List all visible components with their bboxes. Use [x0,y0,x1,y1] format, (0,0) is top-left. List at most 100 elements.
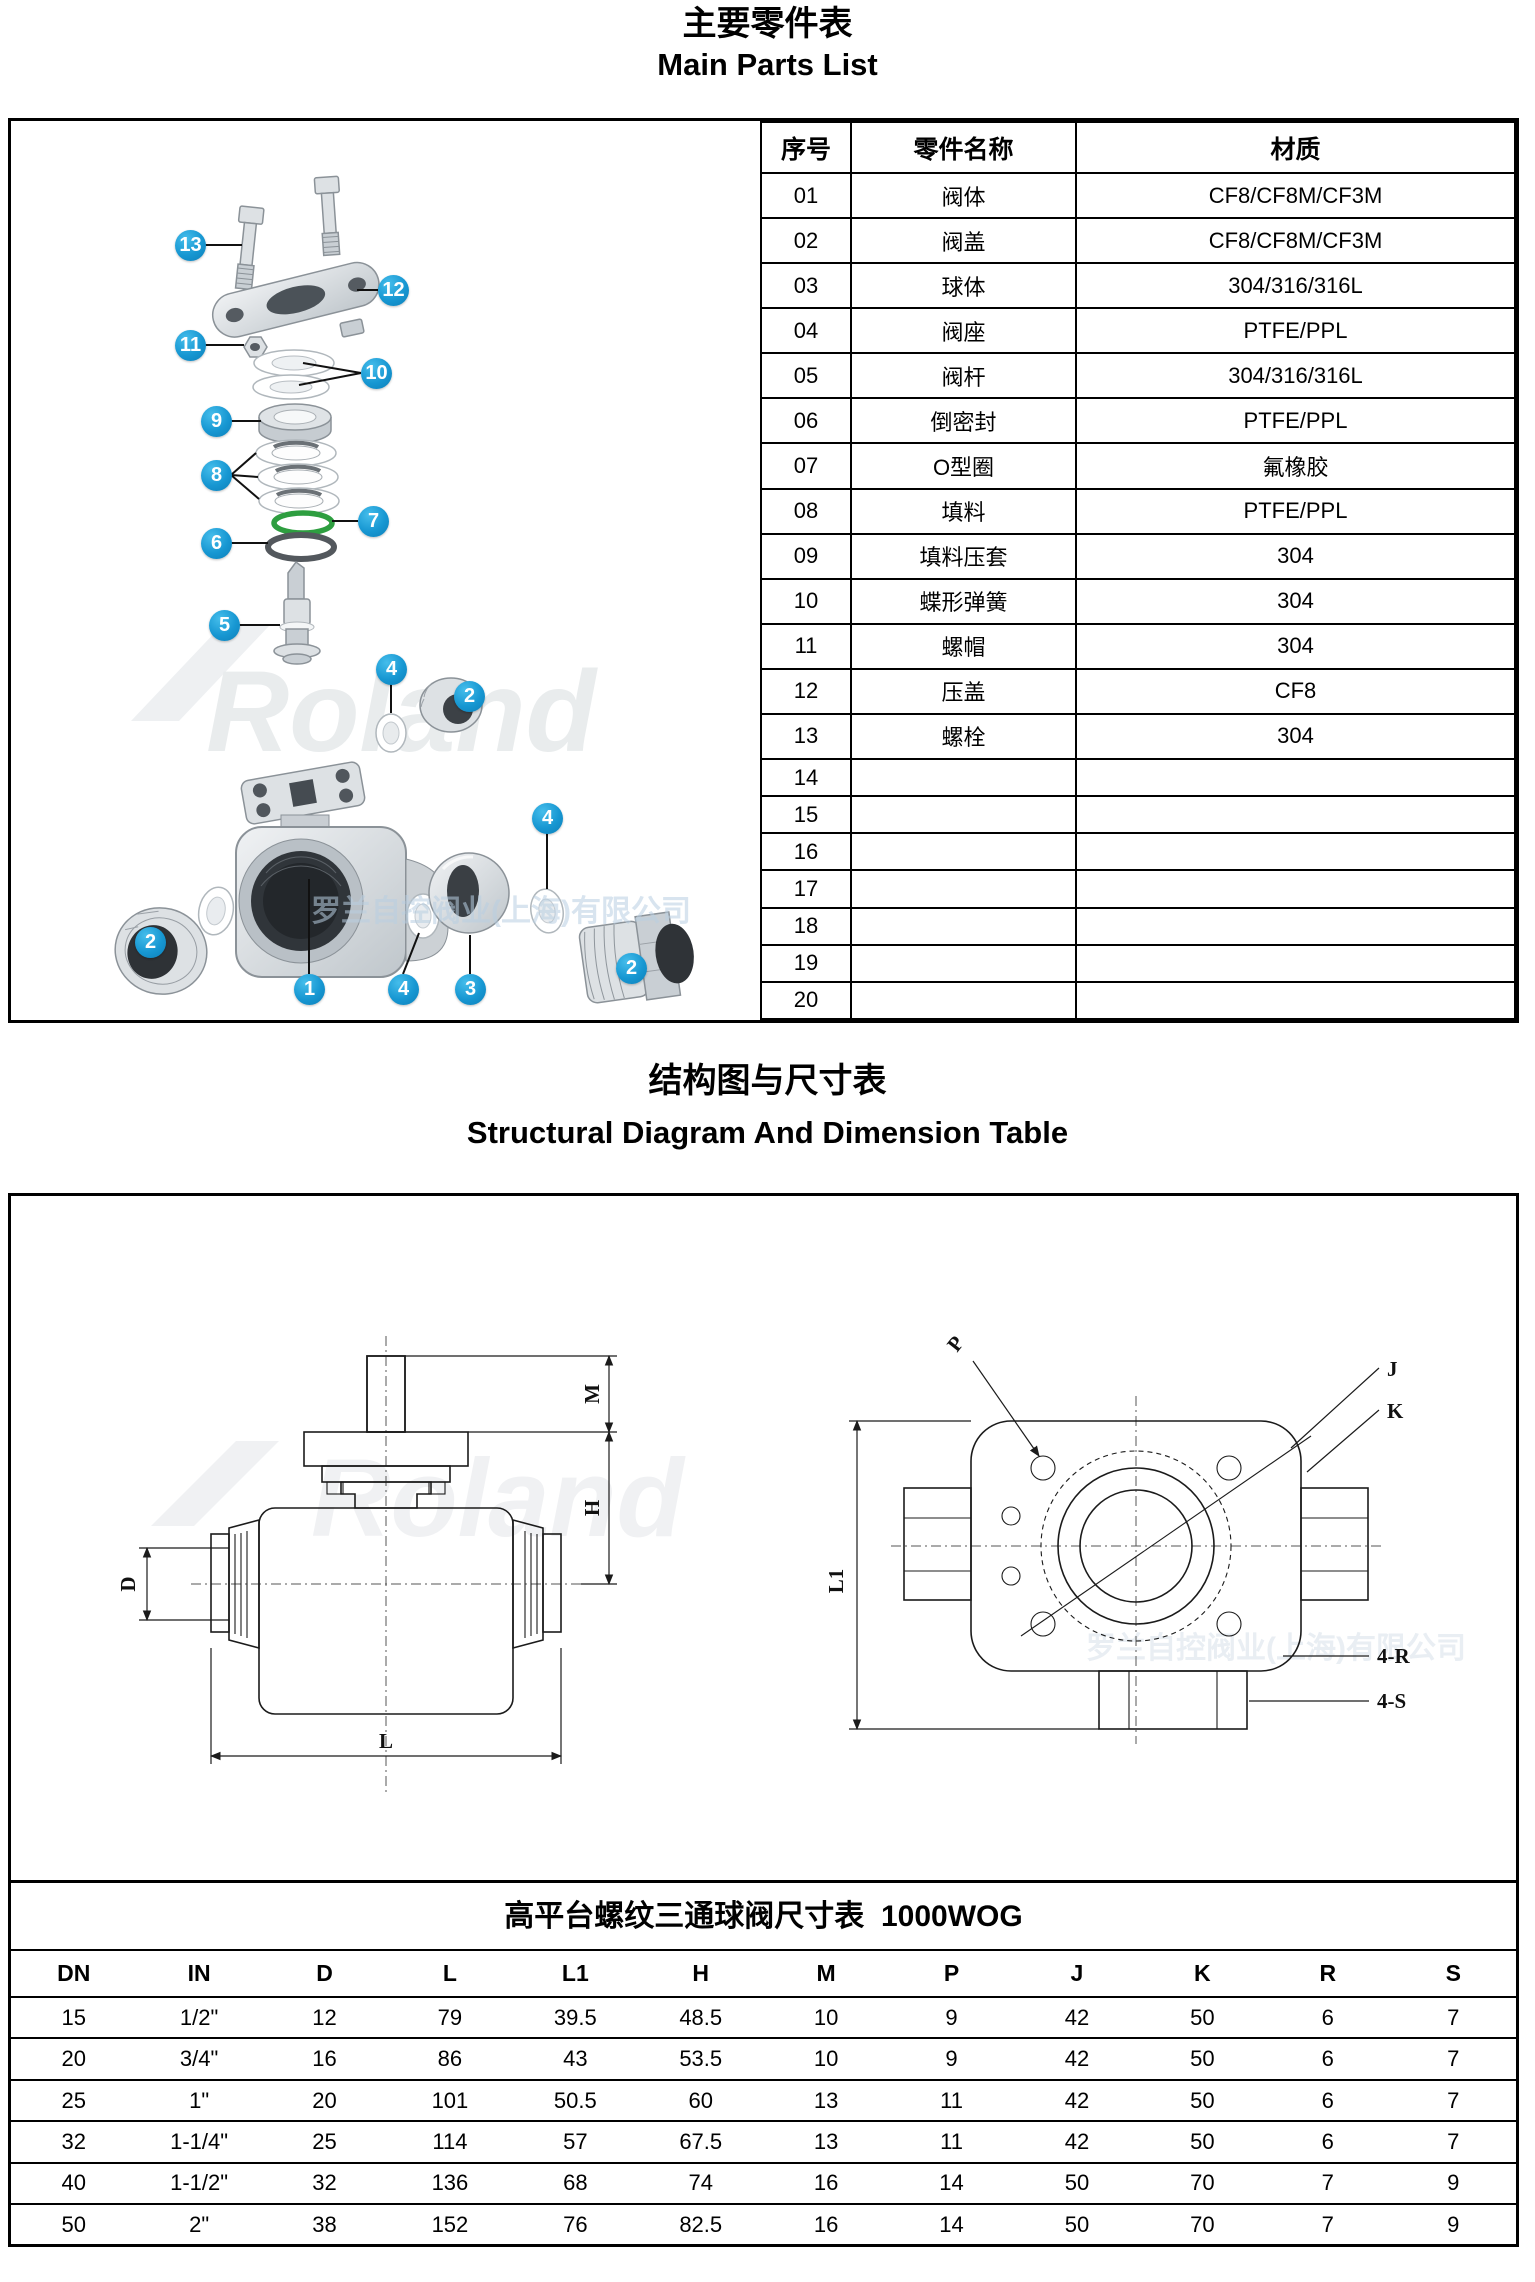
table-cell: 6 [1265,2120,1391,2163]
callout-badge-9: 9 [201,406,232,437]
dim-label-l1: L1 [824,1569,848,1594]
part-valve-body [235,761,449,978]
table-cell: 43 [512,2037,639,2080]
table-cell: 70 [1139,2161,1266,2205]
table-cell: 38 [261,2203,388,2244]
table-cell: 20 [261,2078,388,2122]
callout-badge-2: 2 [454,681,485,712]
part-inverted-seal [265,532,337,562]
main-parts-section: Roland [8,118,1519,1023]
table-cell [850,906,1077,946]
table-cell: 20 [760,980,852,1021]
dim-label-h: H [580,1500,604,1516]
section-title-en: Structural Diagram And Dimension Table [466,1115,1069,1150]
callout-badge-2: 2 [135,927,166,958]
table-cell: 6 [1265,1995,1391,2039]
column-header: D [316,1960,333,1986]
table-cell: 9 [1390,2161,1516,2205]
table-cell: 101 [387,2078,513,2122]
part-end-connector-right [578,911,694,1004]
table-cell: 50 [1139,1995,1266,2039]
callout-badge-12: 12 [378,275,409,306]
column-header: DN [57,1960,91,1986]
table-cell: 86 [387,2037,513,2080]
exploded-diagram: Roland [11,121,766,1020]
table-cell: 136 [387,2161,513,2205]
part-packing-rings [255,439,340,515]
table-cell: 304/316/316L [1075,262,1516,310]
table-cell: 14 [888,2161,1015,2205]
table-cell: 06 [760,397,852,445]
table-cell: 25 [261,2120,388,2163]
table-cell: O型圈 [850,442,1077,490]
callout-badge-4: 4 [532,803,563,834]
column-header: L1 [561,1960,589,1986]
table-cell: 70 [1139,2203,1266,2244]
table-cell: PTFE/PPL [1075,487,1516,535]
table-cell: CF8/CF8M/CF3M [1075,171,1516,220]
callout-leader-lines [205,244,548,975]
table-cell: 7 [1265,2203,1391,2244]
part-butterfly-springs [252,349,335,400]
table-cell: 42 [1014,1995,1140,2039]
part-bolt-right [313,175,341,257]
table-cell: 16 [763,2161,889,2205]
table-cell: 10 [763,1995,889,2039]
table-cell: 57 [512,2120,639,2163]
table-cell: 09 [760,532,852,580]
column-header: K [1194,1960,1211,1986]
callout-badge-8: 8 [201,460,232,491]
table-cell: 2" [136,2203,262,2244]
table-cell [850,943,1077,983]
table-cell: 20 [11,2037,137,2080]
page-title-en: Main Parts List [657,47,878,82]
table-cell: 填料压套 [850,532,1077,580]
table-cell: 50 [1139,2120,1266,2163]
table-cell: 螺帽 [850,622,1077,670]
callout-badge-11: 11 [175,330,206,361]
dimension-table-title: 高平台螺纹三通球阀尺寸表 1000WOG [11,1880,1516,1951]
table-cell: 68 [512,2161,639,2205]
callout-badge-4: 4 [376,654,407,685]
table-cell: 304 [1075,712,1516,761]
table-cell: 16 [261,2037,388,2080]
table-cell: 6 [1265,2037,1391,2080]
table-cell [850,869,1077,909]
table-cell: 1/2" [136,1995,262,2039]
table-cell [1075,832,1516,872]
table-cell: 74 [638,2161,764,2205]
table-cell: 6 [1265,2078,1391,2122]
watermark-logo-text-2: Roland [311,1437,687,1560]
dim-label-k: K [1387,1399,1404,1423]
table-cell: 114 [387,2120,513,2163]
watermark-cn-text: 罗兰自控阀业(上海)有限公司 [311,895,691,928]
table-cell: 1" [136,2078,262,2122]
table-cell: 76 [512,2203,639,2244]
table-cell: 1-1/4" [136,2120,262,2163]
table-cell: 304 [1075,532,1516,580]
table-cell: 12 [760,667,852,715]
part-seat-right [530,888,564,934]
table-cell: 60 [638,2078,764,2122]
column-header: 序号 [760,121,852,174]
table-row: 19 [760,943,1516,983]
exploded-diagram-art: Roland [114,175,694,1004]
table-row: 18 [760,906,1516,946]
table-cell: 08 [760,487,852,535]
table-cell: 压盖 [850,667,1077,715]
table-cell: 14 [760,758,852,798]
table-cell: 1-1/2" [136,2161,262,2205]
watermark-swoosh [131,626,269,721]
table-cell: 07 [760,442,852,490]
callout-badge-1: 1 [294,974,325,1005]
table-cell: 7 [1390,2120,1516,2163]
table-cell: 42 [1014,2078,1140,2122]
table-cell: 01 [760,171,852,220]
